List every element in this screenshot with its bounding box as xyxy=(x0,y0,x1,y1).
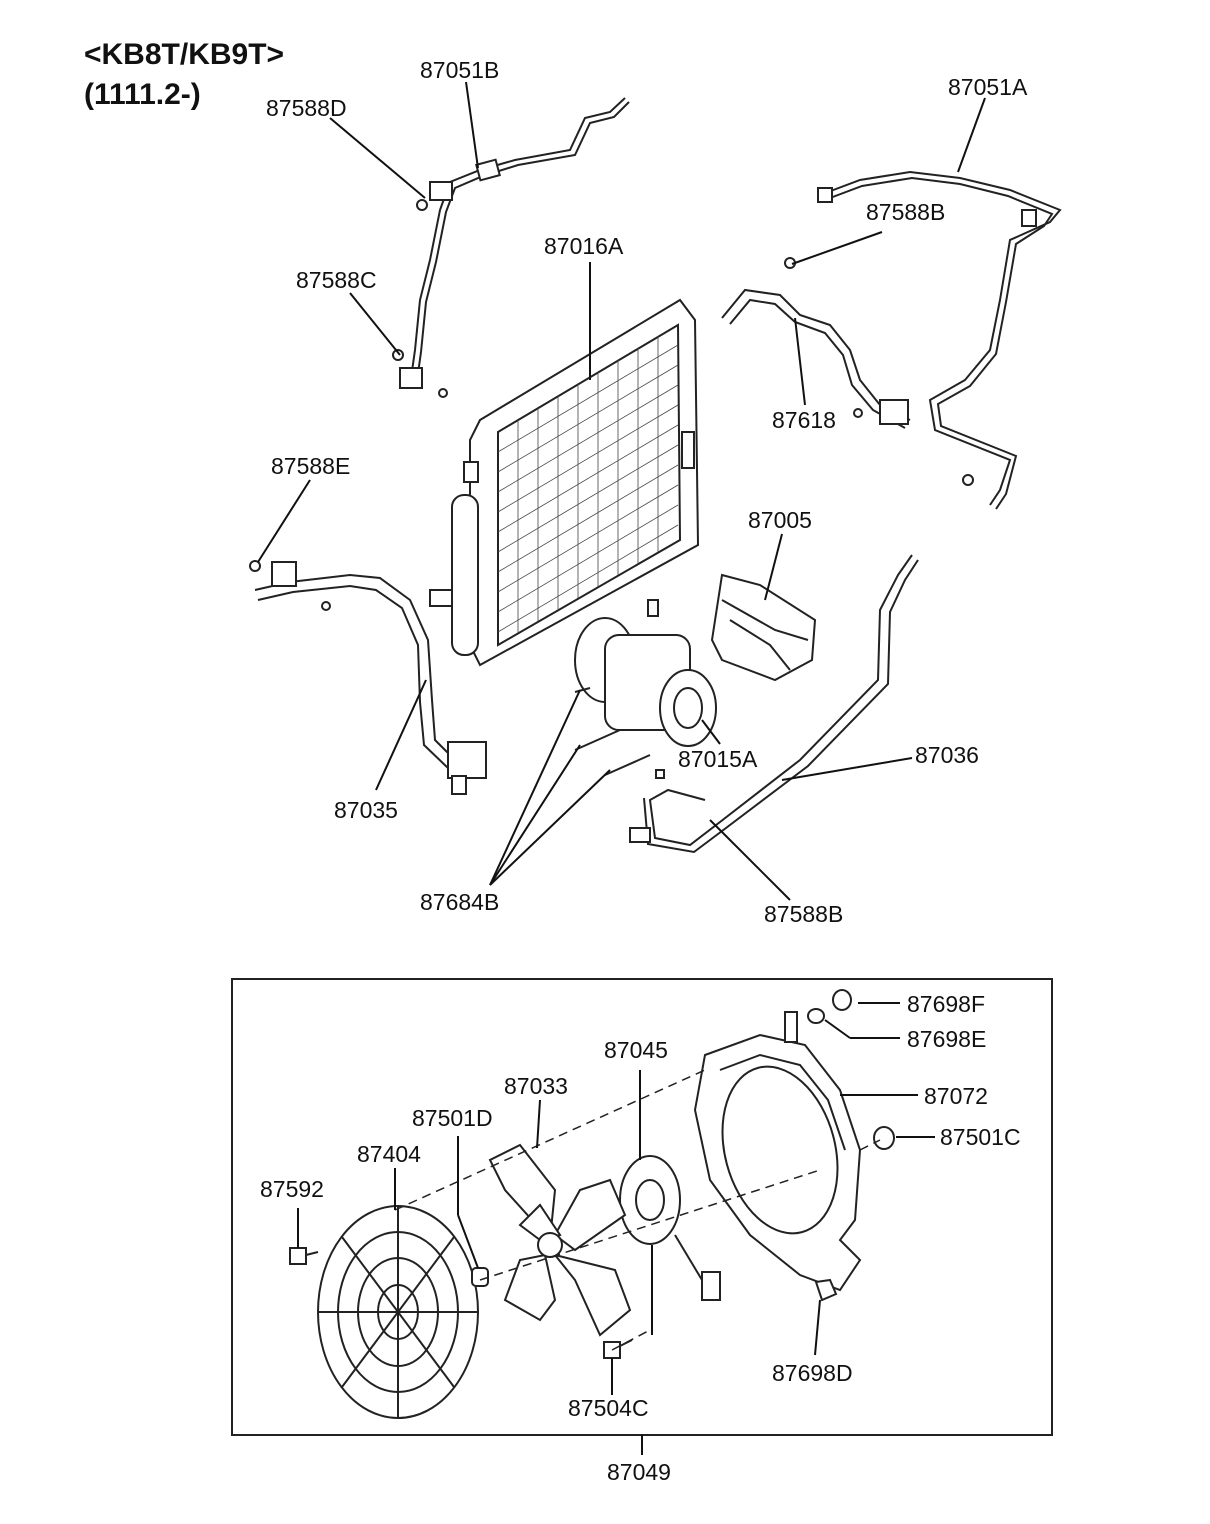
label-87016A: 87016A xyxy=(544,233,624,259)
hose-87035 xyxy=(254,561,487,795)
leader-lines-top xyxy=(257,81,986,901)
bracket-87005 xyxy=(710,573,817,682)
label-87051B: 87051B xyxy=(420,57,499,83)
label-87045: 87045 xyxy=(604,1037,668,1063)
label-87404: 87404 xyxy=(357,1141,421,1167)
label-87049: 87049 xyxy=(607,1459,671,1485)
label-87501D: 87501D xyxy=(412,1105,493,1131)
pipe-87051A xyxy=(817,170,1062,510)
label-87015A: 87015A xyxy=(678,746,758,772)
motor-87045 xyxy=(619,1155,721,1301)
label-87684B: 87684B xyxy=(420,889,499,915)
fan-blade-87033 xyxy=(488,1143,632,1337)
label-87698F: 87698F xyxy=(907,991,985,1017)
fan-assembly-box xyxy=(231,978,1053,1455)
label-87588B-top: 87588B xyxy=(866,199,945,225)
label-87504C: 87504C xyxy=(568,1395,649,1421)
shroud-87072 xyxy=(693,1011,862,1292)
label-87072: 87072 xyxy=(924,1083,988,1109)
label-87588D: 87588D xyxy=(266,95,347,121)
label-87698E: 87698E xyxy=(907,1026,986,1052)
label-87033: 87033 xyxy=(504,1073,568,1099)
label-87698D: 87698D xyxy=(772,1360,853,1386)
label-87005: 87005 xyxy=(748,507,812,533)
compressor-87015A xyxy=(574,599,717,747)
label-87036: 87036 xyxy=(915,742,979,768)
pipe-87618 xyxy=(721,288,911,429)
condenser-87016A xyxy=(429,298,700,667)
label-87592: 87592 xyxy=(260,1176,324,1202)
production-range: (1111.2-) xyxy=(84,78,201,111)
label-87035: 87035 xyxy=(334,797,398,823)
leader-lines-bottom xyxy=(297,1002,935,1395)
label-87618: 87618 xyxy=(772,407,836,433)
pipe-87051B xyxy=(399,97,630,389)
assembly-axis-lines xyxy=(394,1069,881,1351)
label-87588C: 87588C xyxy=(296,267,377,293)
bolts-87684B xyxy=(574,687,651,776)
label-87588B-bottom: 87588B xyxy=(764,901,843,927)
hose-87036 xyxy=(629,554,919,854)
fittings xyxy=(249,199,974,611)
model-title: <KB8T/KB9T> xyxy=(84,38,285,71)
label-87501C: 87501C xyxy=(940,1124,1021,1150)
label-87051A: 87051A xyxy=(948,74,1028,100)
label-87588E: 87588E xyxy=(271,453,350,479)
fan-guard-87404 xyxy=(317,1205,479,1419)
